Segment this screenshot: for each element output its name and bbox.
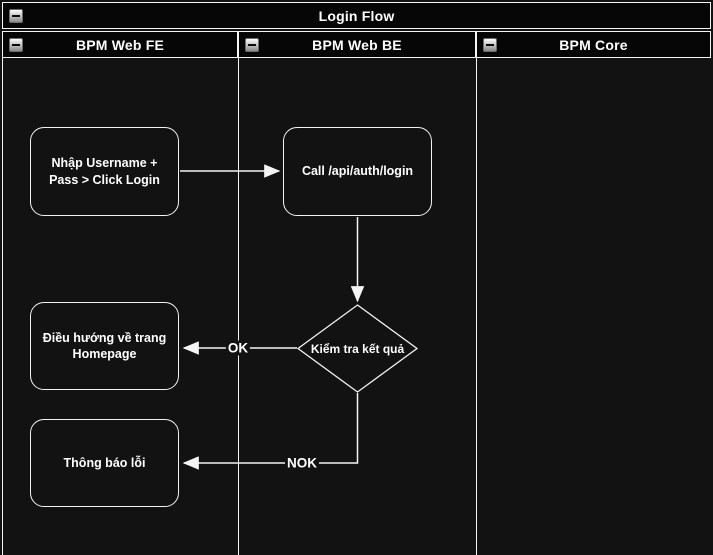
lane-header-bpm-web-be[interactable]: BPM Web BE [238,31,476,58]
node-check-result[interactable]: Kiểm tra kết quả [300,336,415,361]
node-error-message[interactable]: Thông báo lỗi [30,419,179,507]
collapse-lane-icon[interactable] [9,37,23,52]
node-label: Kiểm tra kết quả [310,341,405,356]
collapse-lane-icon[interactable] [245,37,259,52]
minus-icon [486,43,494,46]
node-label: Nhập Username + Pass > Click Login [49,156,160,187]
node-input-credentials[interactable]: Nhập Username + Pass > Click Login [30,127,179,216]
collapse-lane-icon[interactable] [483,37,497,52]
lane-border-left [2,58,3,555]
minus-icon [248,43,256,46]
edge-check-nok [182,393,359,470]
node-label: Thông báo lỗi [63,455,146,470]
minus-icon [12,14,20,17]
node-label: Điều hướng về trang Homepage [42,330,167,361]
collapse-pool-icon[interactable] [9,8,23,23]
pool-title: Login Flow [318,7,395,24]
node-redirect-homepage[interactable]: Điều hướng về trang Homepage [30,302,179,390]
edge-label-nok[interactable]: NOK [285,455,319,471]
lane-header-bpm-web-fe[interactable]: BPM Web FE [2,31,238,58]
minus-icon [12,43,20,46]
lane-header-bpm-core[interactable]: BPM Core [476,31,711,58]
edge-label-ok[interactable]: OK [225,340,251,356]
lane-divider-fe-be [238,58,239,555]
lane-divider-be-core [476,58,477,555]
lane-title: BPM Core [559,36,628,53]
pool-title-bar[interactable]: Login Flow [2,2,711,29]
lane-title: BPM Web BE [312,36,402,53]
node-call-api-login[interactable]: Call /api/auth/login [283,127,432,216]
node-label: Call /api/auth/login [301,164,414,179]
lane-title: BPM Web FE [75,36,165,53]
